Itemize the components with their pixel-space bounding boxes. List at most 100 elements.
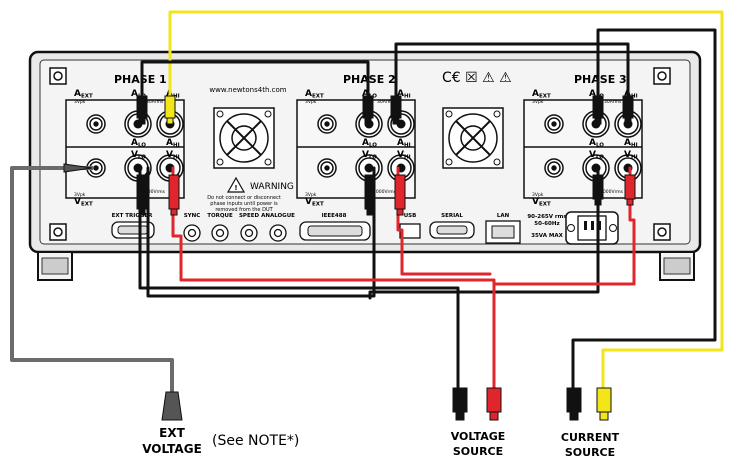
port-label-usb: USB — [404, 213, 417, 219]
phase-2-a-hi-black-plug — [390, 95, 402, 125]
port-label-speed: SPEED — [239, 213, 260, 219]
phase-1-arms-rating: 30Arms — [146, 99, 164, 105]
power-rating-3: 35VA MAX — [531, 233, 563, 239]
phase-3-v-lo-black-plug — [592, 174, 604, 206]
ext-voltage-cable — [10, 166, 174, 397]
warning-icon — [226, 176, 246, 193]
phase-2-terminal-letter-3: ALO — [362, 138, 377, 149]
phase-3-a-lo-black-plug — [592, 95, 604, 125]
phase-1-terminal-letter-0: AEXT — [74, 89, 93, 100]
phase-2-vrms-rating: 1000Vrms — [373, 189, 397, 195]
warning-line-1: Do not connect or disconnect — [207, 195, 281, 201]
website-text: www.newtons4th.com — [209, 86, 286, 94]
rear-io-ports: EXT TRIGGER SYNC TORQUE SPEED ANALOGUE I… — [111, 211, 619, 245]
phase-3-terminal-letter-6: VHI — [624, 150, 638, 161]
phase-1-a-hi-yellow-plug — [164, 95, 176, 125]
port-label-torque: TORQUE — [207, 213, 233, 219]
bottom-labels: EXT VOLTAGE (See NOTE*) VOLTAGE SOURCE C… — [142, 426, 619, 459]
phase-3-terminal-letter-0: AEXT — [532, 89, 551, 100]
current-source-label-2: SOURCE — [565, 446, 615, 459]
phase-3-terminal-letter-2: AHI — [624, 89, 638, 100]
phase-2-v-ext-terminal[interactable] — [317, 158, 337, 178]
see-note-label: (See NOTE*) — [212, 433, 299, 449]
current-link-phase1-phase2 — [140, 60, 370, 122]
phase-3-terminal-letter-3: ALO — [589, 138, 604, 149]
phase-2-terminal-letter-7: VEXT — [305, 197, 324, 208]
phase-2-v-hi-red-plug — [394, 174, 406, 216]
warning-block: ! WARNING Do not connect or disconnect p… — [207, 176, 294, 213]
warning-line-2: phase inputs until power is — [210, 201, 278, 207]
port-label-ieee488: IEEE488 — [322, 213, 347, 219]
voltage-red-phase1 — [171, 166, 496, 394]
phase-1-v-hi-red-plug — [168, 174, 180, 216]
phase-1-pk-rating: 3Vpk — [74, 99, 86, 105]
phase-1-vrms-rating: 1000Vrms — [142, 189, 166, 195]
phase-2-a-lo-black-plug — [362, 95, 374, 125]
port-label-ext-trigger: EXT TRIGGER — [112, 213, 153, 219]
phase-3-v-hi-red-plug — [624, 174, 636, 206]
current-link-phase2-phase3 — [394, 42, 630, 122]
phase-2-a-ext-terminal[interactable] — [317, 114, 337, 134]
power-rating-2: 50-60Hz — [534, 221, 559, 227]
ext-voltage-probe — [161, 391, 183, 421]
phase-3-terminal-letter-7: VEXT — [532, 197, 551, 208]
phase-3-vpk-rating: 3Vpk — [532, 192, 544, 198]
voltage-source-black-plug — [452, 387, 468, 421]
voltage-black-phase1-b — [146, 166, 376, 298]
certification-marks: C€ ☒ ⚠ ⚠ — [442, 70, 512, 86]
phase-2-terminal-letter-6: VHI — [397, 150, 411, 161]
phase-2-pk-rating: 3Vpk — [305, 99, 317, 105]
svg-text:!: ! — [234, 184, 237, 192]
voltage-black-phase3 — [368, 166, 600, 300]
power-rating-1: 90-265V rms — [527, 214, 567, 220]
voltage-source-red-plug — [486, 387, 502, 421]
phase-3-terminal-letter-4: AHI — [624, 138, 638, 149]
phase-3-panel: PHASE 3AEXTALOAHIALOAHIVLOVHIVEXT3Vpk3Vp… — [523, 73, 643, 208]
phase-3-a-ext-terminal[interactable] — [544, 114, 564, 134]
current-yellow-wire — [168, 10, 724, 394]
phase-3-v-ext-terminal[interactable] — [544, 158, 564, 178]
port-label-analogue: ANALOGUE — [261, 213, 295, 219]
phase-2-terminal-letter-5: VLO — [362, 150, 377, 161]
ext-voltage-label-1: EXT — [159, 426, 185, 440]
phase-1-terminal-letter-3: ALO — [131, 138, 146, 149]
voltage-black-phase1 — [138, 166, 460, 394]
phase-1-terminal-letter-5: VLO — [131, 150, 146, 161]
phase-1-label: PHASE 1 — [114, 73, 167, 86]
phase-3-arms-rating: 30Arms — [604, 99, 622, 105]
cooling-fan-left — [213, 107, 275, 169]
warning-line-3: removed from the DUT — [215, 207, 273, 213]
phase-2-terminal-letter-4: AHI — [397, 138, 411, 149]
current-source-black-plug — [566, 387, 582, 421]
phase-1-vpk-rating: 3Vpk — [74, 192, 86, 198]
voltage-source-label-1: VOLTAGE — [451, 430, 506, 443]
phase-1-terminal-letter-2: AHI — [166, 89, 180, 100]
phase-3-vrms-rating: 1000Vrms — [600, 189, 624, 195]
phase-1-a-lo-black-plug — [136, 95, 148, 125]
phase-1-terminal-letter-6: VHI — [166, 150, 180, 161]
phase-3-terminal-letter-5: VLO — [589, 150, 604, 161]
port-label-serial: SERIAL — [441, 213, 463, 219]
current-source-label-1: CURRENT — [561, 431, 620, 444]
phase-2-v-lo-black-plug — [364, 174, 376, 216]
phase-2-terminal-letter-0: AEXT — [305, 89, 324, 100]
phase-1-v-ext-terminal[interactable] — [86, 158, 106, 178]
phase-2-terminal-letter-2: AHI — [397, 89, 411, 100]
phase-3-a-hi-black-plug — [622, 95, 634, 125]
phase-3-pk-rating: 3Vpk — [532, 99, 544, 105]
current-source-yellow-plug — [596, 387, 612, 421]
warning-title: WARNING — [250, 182, 294, 192]
port-label-lan: LAN — [497, 213, 510, 219]
voltage-source-label-2: SOURCE — [453, 445, 503, 458]
phase-3-label: PHASE 3 — [574, 73, 627, 86]
cooling-fan-right — [442, 107, 504, 169]
phase-1-v-lo-black-plug — [136, 174, 148, 216]
power-inlet — [565, 211, 619, 245]
port-label-sync: SYNC — [184, 213, 201, 219]
phase-1-terminal-letter-4: AHI — [166, 138, 180, 149]
phase-2-vpk-rating: 3Vpk — [305, 192, 317, 198]
phase-2-arms-rating: 30Arms — [377, 99, 395, 105]
ext-voltage-label-2: VOLTAGE — [142, 442, 202, 456]
phase-1-a-ext-terminal[interactable] — [86, 114, 106, 134]
